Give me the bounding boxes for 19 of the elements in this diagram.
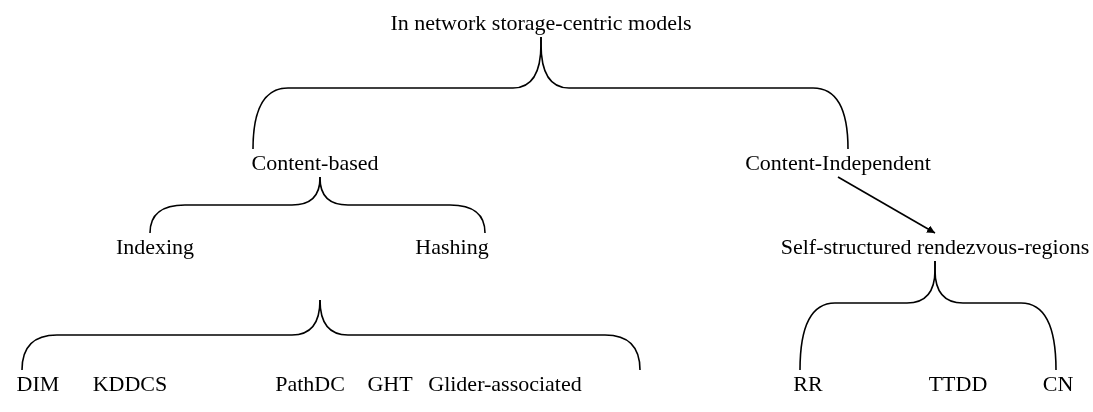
curly-brace <box>319 299 641 371</box>
node-label: Content-Independent <box>745 150 931 176</box>
node-label: DIM <box>16 371 60 397</box>
node-label: KDDCS <box>92 371 168 397</box>
node-label: TTDD <box>928 371 988 397</box>
node-label: Content-based <box>251 150 379 176</box>
node-label: Glider-associated <box>428 371 582 397</box>
curly-brace <box>319 176 486 234</box>
node-label: Hashing <box>415 234 489 260</box>
node-label: PathDC <box>275 371 345 397</box>
node-label: In network storage-centric models <box>390 10 692 36</box>
node-label: Self-structured rendezvous-regions <box>780 234 1090 260</box>
curly-brace <box>540 36 849 150</box>
node-label: Indexing <box>115 234 195 260</box>
node-label: CN <box>1042 371 1074 397</box>
node-label: RR <box>793 371 823 397</box>
node-label: GHT <box>367 371 413 397</box>
arrow <box>837 176 936 234</box>
curly-brace <box>934 260 1057 371</box>
